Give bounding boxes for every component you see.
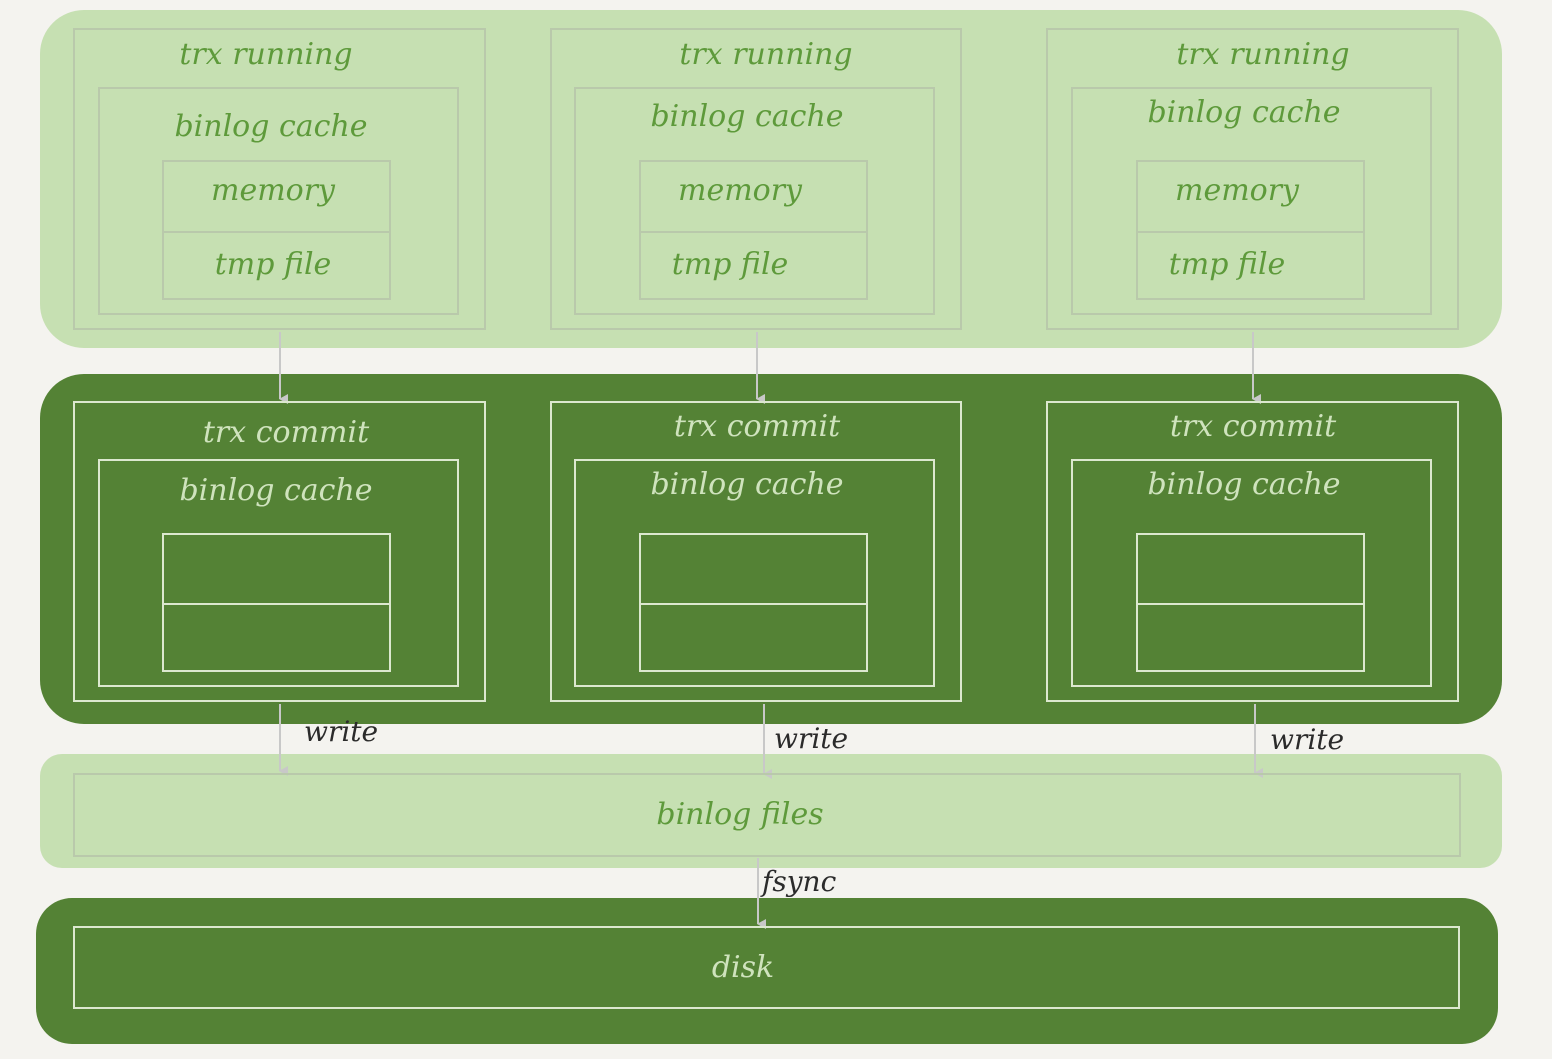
commit-storage-divider-1 <box>164 603 389 605</box>
storage-divider-3 <box>1138 231 1363 233</box>
commit-storage-divider-3 <box>1138 603 1363 605</box>
commit-band <box>40 374 1502 724</box>
disk-band <box>36 898 1498 1044</box>
trx-running-title-2: trx running <box>679 37 853 72</box>
binlog-cache-box-3 <box>1071 87 1432 315</box>
binlog-cache-label-3: binlog cache <box>1147 95 1341 130</box>
binlog-files-label: binlog files <box>656 797 824 832</box>
trx-commit-title-3: trx commit <box>1169 409 1337 444</box>
cache-storage-box-1 <box>162 160 391 300</box>
trx-commit-title-1: trx commit <box>202 415 370 450</box>
trx-commit-title-2: trx commit <box>673 409 841 444</box>
trx-running-box-2 <box>550 28 962 330</box>
disk-label: disk <box>711 950 775 985</box>
storage-divider-2 <box>641 231 866 233</box>
tmp-file-label-1: tmp file <box>214 247 332 282</box>
commit-binlog-cache-label-2: binlog cache <box>650 467 844 502</box>
commit-storage-box-3 <box>1136 533 1365 672</box>
commit-binlog-cache-box-3 <box>1071 459 1432 687</box>
trx-commit-box-1 <box>73 401 486 702</box>
binlog-cache-box-2 <box>574 87 935 315</box>
trx-running-title-3: trx running <box>1176 37 1350 72</box>
commit-binlog-cache-label-1: binlog cache <box>179 473 373 508</box>
binlog-cache-box-1 <box>98 87 459 315</box>
cache-storage-box-3 <box>1136 160 1365 300</box>
disk-box <box>73 926 1460 1009</box>
commit-binlog-cache-box-2 <box>574 459 935 687</box>
tmp-file-label-2: tmp file <box>671 247 789 282</box>
storage-divider-1 <box>164 231 389 233</box>
commit-storage-divider-2 <box>641 603 866 605</box>
trx-running-box-3 <box>1046 28 1459 330</box>
commit-storage-box-2 <box>639 533 868 672</box>
trx-commit-box-2 <box>550 401 962 702</box>
commit-storage-box-1 <box>162 533 391 672</box>
running-band <box>40 10 1502 348</box>
memory-label-3: memory <box>1175 173 1299 208</box>
write-label-2: write <box>774 722 849 755</box>
trx-running-box-1 <box>73 28 486 330</box>
write-label-3: write <box>1270 723 1345 756</box>
binlog-cache-label-2: binlog cache <box>650 99 844 134</box>
commit-binlog-cache-box-1 <box>98 459 459 687</box>
binlog-files-box <box>73 773 1461 857</box>
cache-storage-box-2 <box>639 160 868 300</box>
fsync-label: fsync <box>762 865 837 898</box>
memory-label-1: memory <box>211 173 335 208</box>
binlog-cache-label-1: binlog cache <box>174 109 368 144</box>
commit-binlog-cache-label-3: binlog cache <box>1147 467 1341 502</box>
trx-commit-box-3 <box>1046 401 1459 702</box>
write-label-1: write <box>304 715 379 748</box>
trx-running-title-1: trx running <box>179 37 353 72</box>
tmp-file-label-3: tmp file <box>1168 247 1286 282</box>
memory-label-2: memory <box>678 173 802 208</box>
